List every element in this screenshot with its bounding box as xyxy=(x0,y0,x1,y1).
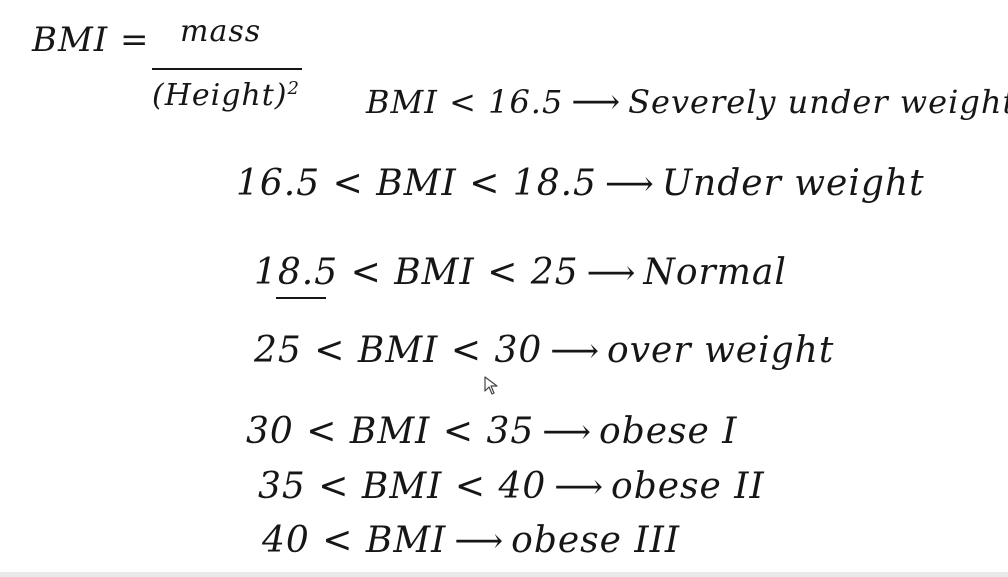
arrow-icon: ⟶ xyxy=(571,82,621,122)
row-condition: 25 < BMI < 30 xyxy=(254,330,543,371)
row-condition: 30 < BMI < 35 xyxy=(246,411,535,452)
arrow-icon: ⟶ xyxy=(604,164,654,204)
row-category: obese I xyxy=(599,411,738,452)
fraction-numerator: mass xyxy=(180,14,262,49)
bottom-edge-strip xyxy=(0,572,1008,577)
formula-lhs: BMI = xyxy=(32,20,150,60)
bmi-row-obese-2: 35 < BMI < 40⟶obese II xyxy=(258,466,765,507)
bmi-row-obese-1: 30 < BMI < 35⟶obese I xyxy=(246,411,737,452)
row-category: obese III xyxy=(511,520,681,561)
row-category: Under weight xyxy=(661,163,925,204)
row-category: over weight xyxy=(607,330,835,371)
arrow-icon: ⟶ xyxy=(554,467,604,507)
row-condition: BMI < 16.5 xyxy=(366,83,564,121)
arrow-icon: ⟶ xyxy=(542,412,592,452)
bmi-row-underweight: 16.5 < BMI < 18.5⟶Under weight xyxy=(236,163,925,204)
underline-stroke xyxy=(276,297,326,299)
row-condition: 35 < BMI < 40 xyxy=(258,466,547,507)
bmi-row-severely-underweight: BMI < 16.5⟶Severely under weight xyxy=(366,82,1008,122)
denominator-exponent: 2 xyxy=(287,78,300,99)
arrow-icon: ⟶ xyxy=(454,521,504,561)
row-condition: 40 < BMI xyxy=(262,520,447,561)
fraction-denominator: (Height)2 xyxy=(152,78,300,113)
arrow-icon: ⟶ xyxy=(550,331,600,371)
fraction-bar xyxy=(152,68,302,70)
denominator-text: (Height) xyxy=(152,78,288,113)
bmi-row-obese-3: 40 < BMI⟶obese III xyxy=(262,520,680,561)
row-condition: 18.5 < BMI < 25 xyxy=(254,252,579,293)
mouse-pointer-icon xyxy=(484,376,498,395)
row-category: Normal xyxy=(643,252,787,293)
row-category: Severely under weight xyxy=(628,83,1008,121)
arrow-icon: ⟶ xyxy=(586,253,636,293)
row-condition: 16.5 < BMI < 18.5 xyxy=(236,163,597,204)
row-category: obese II xyxy=(611,466,765,507)
bmi-row-overweight: 25 < BMI < 30⟶over weight xyxy=(254,330,834,371)
bmi-row-normal: 18.5 < BMI < 25⟶Normal xyxy=(254,252,787,293)
